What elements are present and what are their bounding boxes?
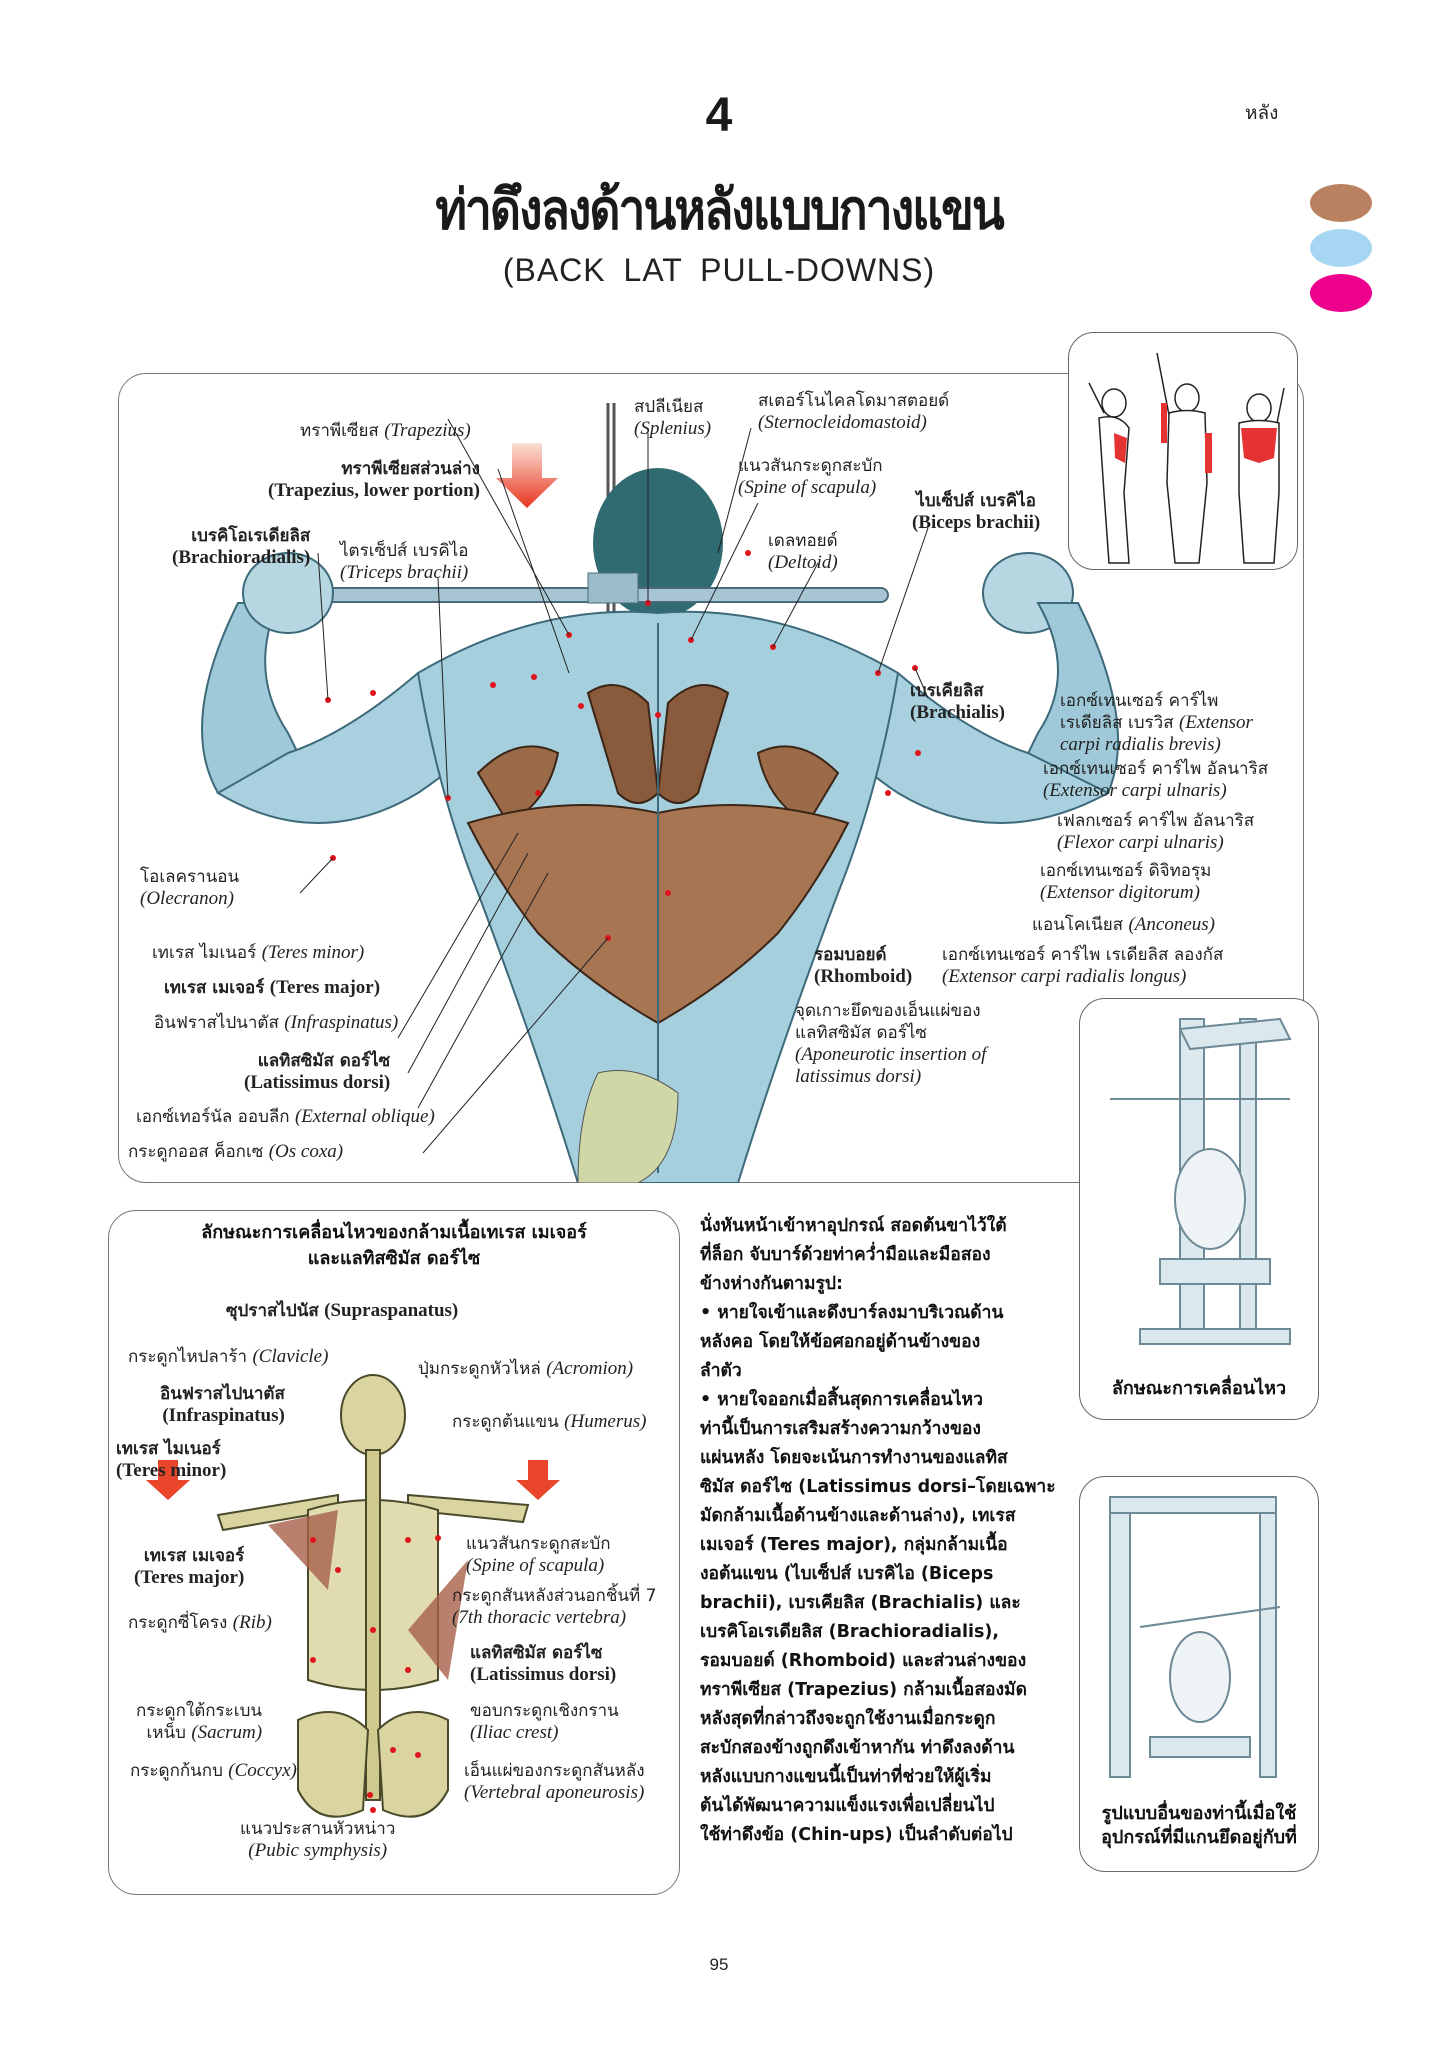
label-extensor-carpi-radialis-brevis: เอกซ์เทนเซอร์ คาร์ไพ เรเดียลิส เบรวิส (E… — [1060, 691, 1253, 755]
fixed-axis-machine-illustration — [1109, 1496, 1281, 1778]
label-teres-minor: เทเรส ไมเนอร์ (Teres minor) — [152, 942, 365, 963]
label-7th-thoracic-vertebra: กระดูกสันหลังส่วนอกชิ้นที่ 7 (7th thorac… — [452, 1586, 657, 1628]
motion-caption: ลักษณะการเคลื่อนไหว — [1111, 1378, 1287, 1399]
label-teres-major: เทเรส เมเจอร์ (Teres major) — [164, 977, 381, 998]
motion-illustration-box: ลักษณะการเคลื่อนไหว — [1079, 998, 1319, 1420]
label-skeleton-latissimus: แลทิสซิมัส ดอร์ไซ (Latissimus dorsi) — [470, 1643, 617, 1685]
label-spine-of-scapula: แนวสันกระดูกสะบัก (Spine of scapula) — [738, 456, 883, 498]
page-title-thai: ท่าดึงลงด้านหลังแบบกางแขน — [435, 177, 1004, 243]
label-sternocleidomastoid: สเตอร์โนไคลโดมาสตอยด์ (Sternocleidomasto… — [758, 391, 950, 433]
label-coccyx: กระดูกก้นกบ (Coccyx) — [130, 1760, 297, 1781]
lat-pulldown-machine-illustration — [1110, 1017, 1292, 1345]
label-skeleton-infraspinatus: อินฟราสไปนาตัส (Infraspinatus) — [160, 1384, 285, 1426]
magenta-dot-icon — [1310, 274, 1372, 312]
label-brachialis: เบรเคียลิส (Brachialis) — [910, 681, 1005, 723]
label-trapezius-lower: ทราพีเซียสส่วนล่าง (Trapezius, lower por… — [268, 459, 480, 501]
page-title-english: (BACK LAT PULL-DOWNS) — [502, 252, 936, 288]
back-muscles-illustration — [201, 403, 1119, 1183]
label-iliac-crest: ขอบกระดูกเชิงกราน (Iliac crest) — [470, 1701, 619, 1743]
label-biceps: ไบเซ็ปส์ เบรคิไอ (Biceps brachii) — [912, 491, 1041, 533]
label-os-coxa: กระดูกออส ค็อกเซ (Os coxa) — [128, 1141, 344, 1162]
label-brachioradialis: เบรคิโอเรเดียลิส (Brachioradialis) — [172, 526, 311, 568]
label-deltoid: เดลทอยด์ (Deltoid) — [768, 531, 838, 573]
chapter-number: 4 — [705, 89, 733, 142]
label-rib: กระดูกซี่โครง (Rib) — [128, 1612, 272, 1633]
label-skeleton-spine-of-scapula: แนวสันกระดูกสะบัก (Spine of scapula) — [466, 1534, 611, 1576]
exercise-instructions: นั่งหันหน้าเข้าหาอุปกรณ์ สอดต้นขาไว้ใต้ … — [700, 1216, 1056, 1845]
page-number: 95 — [709, 1955, 729, 1974]
label-acromion: ปุ่มกระดูกหัวไหล่ (Acromion) — [418, 1358, 634, 1379]
label-humerus: กระดูกต้นแขน (Humerus) — [452, 1411, 647, 1432]
muscle-figures-illustration — [1088, 352, 1285, 564]
label-vertebral-aponeurosis: เอ็นแผ่ของกระดูกสันหลัง (Vertebral apone… — [464, 1761, 645, 1803]
variant-caption: รูปแบบอื่นของท่านี้เมื่อใช้ อุปกรณ์ที่มี… — [1101, 1803, 1297, 1848]
label-rhomboid: รอมบอยด์ (Rhomboid) — [814, 945, 913, 987]
label-pubic-symphysis: แนวประสานหัวหน่าว (Pubic symphysis) — [240, 1819, 396, 1861]
label-external-oblique: เอกซ์เทอร์นัล ออบลีก (External oblique) — [136, 1106, 435, 1127]
label-olecranon: โอเลครานอน (Olecranon) — [140, 867, 240, 909]
label-extensor-carpi-radialis-longus: เอกซ์เทนเซอร์ คาร์ไพ เรเดียลิส ลองกัส (E… — [942, 945, 1224, 987]
label-splenius: สปลีเนียส (Splenius) — [634, 397, 712, 439]
label-sacrum: กระดูกใต้กระเบน เหน็บ (Sacrum) — [136, 1701, 263, 1743]
brown-dot-icon — [1310, 184, 1372, 222]
label-anconeus: แอนโคเนียส (Anconeus) — [1032, 914, 1215, 935]
light-blue-dot-icon — [1310, 229, 1372, 267]
variant-illustration-box: รูปแบบอื่นของท่านี้เมื่อใช้ อุปกรณ์ที่มี… — [1079, 1476, 1319, 1872]
label-supraspinatus: ซุปราสไปนัส (Supraspanatus) — [226, 1300, 459, 1321]
label-triceps: ไตรเซ็ปส์ เบรคิไอ (Triceps brachii) — [340, 541, 469, 583]
section-tag: หลัง — [1245, 102, 1279, 124]
skeleton-panel-title: ลักษณะการเคลื่อนไหวของกล้ามเนื้อเทเรส เม… — [201, 1222, 587, 1269]
label-flexor-carpi-ulnaris: เฟลกเซอร์ คาร์ไพ อัลนาริส (Flexor carpi … — [1057, 811, 1255, 853]
label-extensor-carpi-ulnaris: เอกซ์เทนเซอร์ คาร์ไพ อัลนาริส (Extensor … — [1043, 759, 1269, 801]
label-aponeurotic-insertion: จุดเกาะยึดของเอ็นแผ่ของ แลทิสซิมัส ดอร์ไ… — [795, 1001, 987, 1087]
label-clavicle: กระดูกไหปลาร้า (Clavicle) — [128, 1346, 329, 1367]
label-skeleton-teres-minor: เทเรส ไมเนอร์ (Teres minor) — [116, 1439, 227, 1481]
label-skeleton-teres-major: เทเรส เมเจอร์ (Teres major) — [134, 1546, 245, 1588]
label-extensor-digitorum: เอกซ์เทนเซอร์ ดิจิทอรุม (Extensor digito… — [1040, 861, 1212, 903]
muscle-highlight-box — [1068, 332, 1298, 570]
skeleton-illustration — [146, 1374, 560, 1818]
label-latissimus-dorsi: แลทิสซิมัส ดอร์ไซ (Latissimus dorsi) — [244, 1051, 391, 1093]
label-trapezius: ทราพีเซียส (Trapezius) — [300, 420, 471, 441]
label-infraspinatus: อินฟราสไปนาตัส (Infraspinatus) — [154, 1012, 399, 1033]
